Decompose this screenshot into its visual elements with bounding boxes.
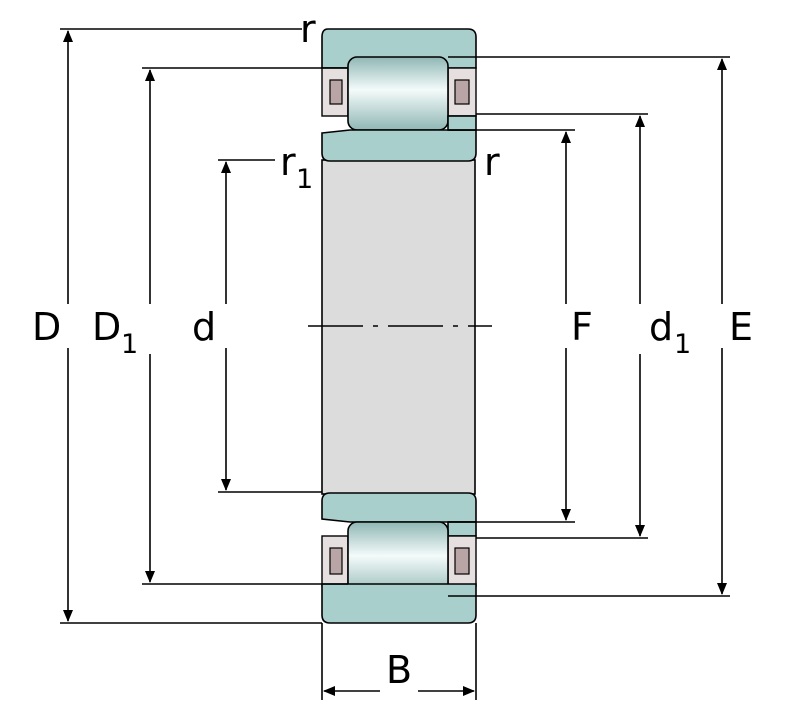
top-half <box>321 28 477 162</box>
label-r1: r <box>280 140 296 184</box>
label-r-top: r <box>300 7 316 51</box>
label-D1: D <box>92 305 121 349</box>
label-d1: d <box>649 305 673 349</box>
cage-pocket-left-top <box>329 79 343 105</box>
label-D: D <box>32 305 61 349</box>
extension-lines <box>60 28 730 700</box>
cage-pocket-left-bottom <box>329 547 343 575</box>
bearing-section <box>308 28 492 624</box>
label-d: d <box>192 305 216 349</box>
bottom-half <box>321 492 477 624</box>
bore-area <box>321 159 476 495</box>
label-D1-subscript: 1 <box>121 329 138 360</box>
label-d1-subscript: 1 <box>674 329 691 360</box>
label-r1-subscript: 1 <box>296 164 313 195</box>
cage-pocket-right-bottom <box>454 547 470 575</box>
inner-ring-rib-bottom <box>447 521 477 537</box>
label-r-inner: r <box>484 140 500 184</box>
inner-ring-top <box>321 129 477 162</box>
label-E: E <box>729 305 753 349</box>
outer-ring-bottom <box>321 583 477 624</box>
label-backgrounds <box>54 304 740 712</box>
inner-ring-bottom <box>321 492 477 523</box>
labels: D D 1 d r 1 r r F d 1 E B <box>32 7 753 692</box>
label-F: F <box>571 305 593 349</box>
label-B: B <box>386 648 412 692</box>
cage-pocket-right-top <box>454 79 470 105</box>
inner-ring-rib-top <box>447 115 477 131</box>
roller-top <box>347 56 449 131</box>
